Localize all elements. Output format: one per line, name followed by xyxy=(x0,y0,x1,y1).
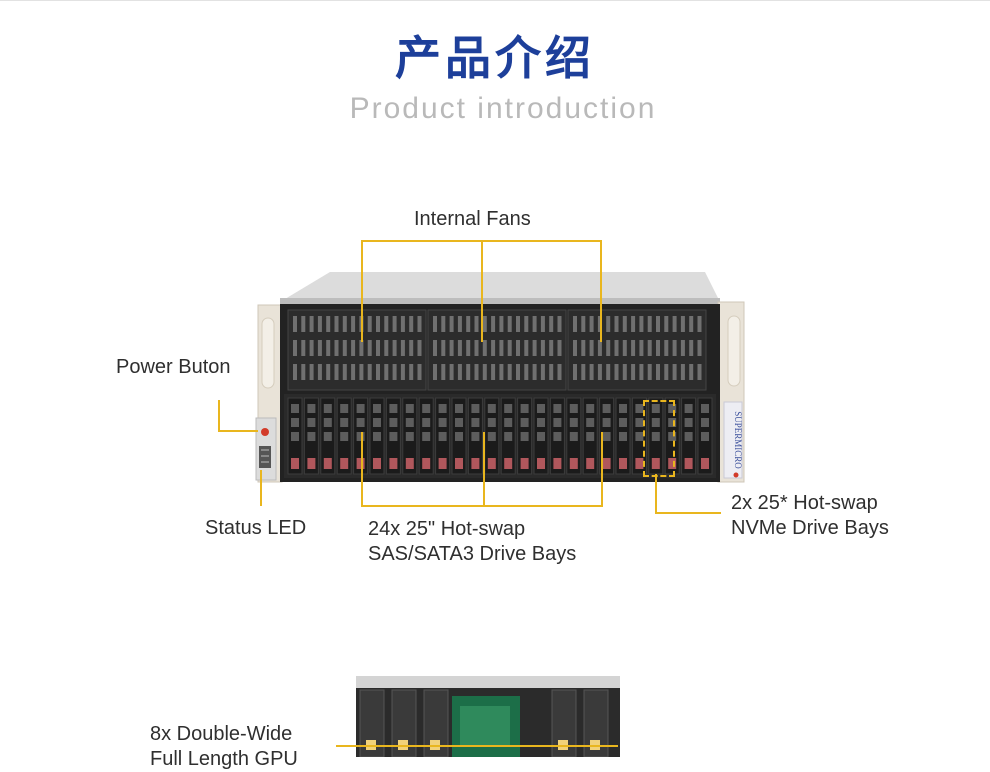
nvme-bays-label-line2: NVMe Drive Bays xyxy=(731,517,889,539)
chassis-top xyxy=(280,272,720,302)
nvme-bays-label-line1: 2x 25* Hot-swap xyxy=(731,492,878,514)
internal-fans-label: Internal Fans xyxy=(414,208,531,230)
sas-bays-label-line2: SAS/SATA3 Drive Bays xyxy=(368,543,577,565)
sas-bays-label-line1: 24x 25" Hot-swap xyxy=(368,518,526,540)
brand-logo: SUPERMICRO xyxy=(733,411,743,469)
nvme-highlight-box xyxy=(643,400,675,477)
drive-bays xyxy=(287,397,713,475)
page-title: 产品介绍 xyxy=(395,31,595,85)
power-button-icon xyxy=(261,428,269,436)
status-led-label: Status LED xyxy=(205,517,307,539)
power-button-label: Power Buton xyxy=(116,356,231,378)
page-subtitle: Product introduction xyxy=(349,92,657,125)
gpu-label-line1: 8x Double-Wide xyxy=(150,723,293,745)
top-divider xyxy=(0,0,990,1)
gpu-label-line2: Full Length GPU xyxy=(150,748,298,770)
fan-section xyxy=(287,309,707,391)
